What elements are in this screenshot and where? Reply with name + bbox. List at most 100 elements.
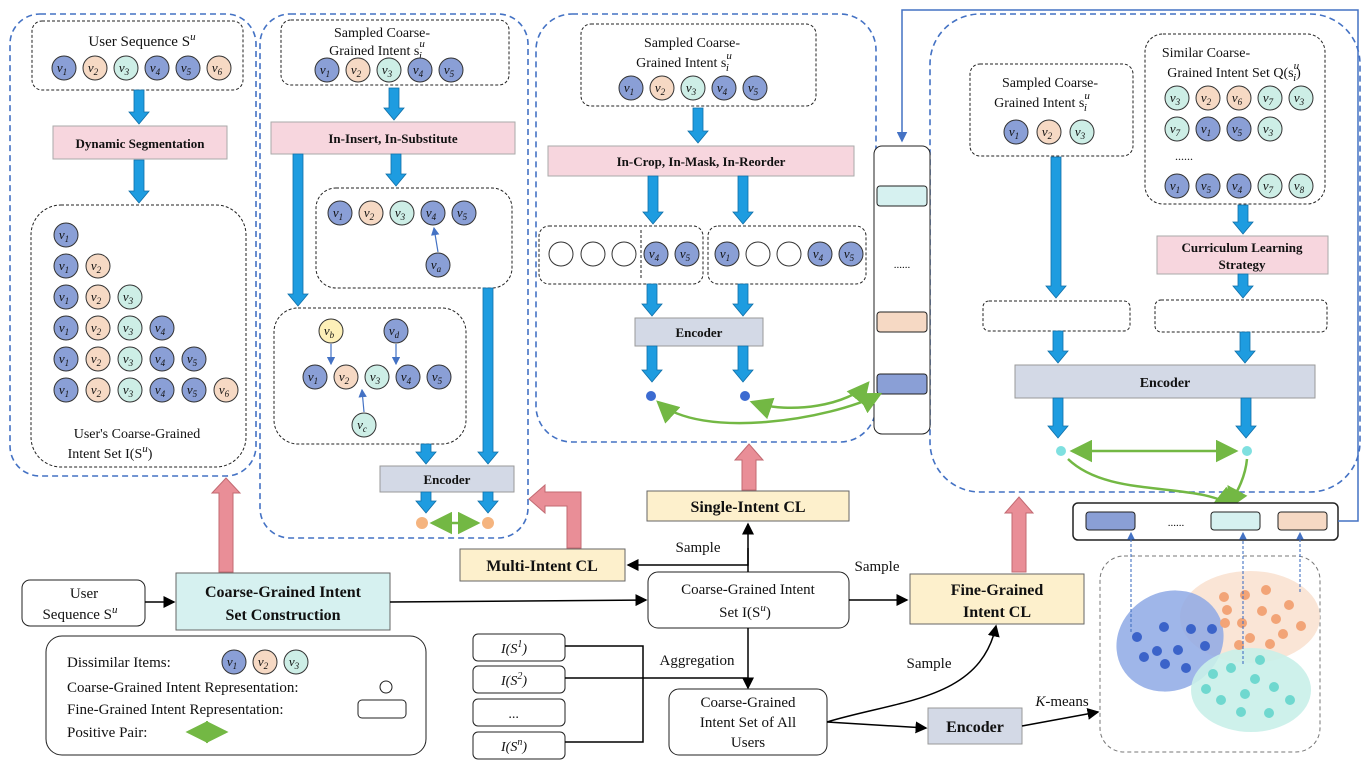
curriculum-line2: Strategy [1219,257,1266,272]
svg-text:v2: v2 [91,258,102,275]
svg-text:...: ... [509,707,520,722]
p3-encoder-label: Encoder [676,325,723,340]
legend-box [45,635,427,756]
svg-text:v4: v4 [413,62,424,79]
svg-text:v5: v5 [680,246,691,263]
item-node-v1: v1 [327,200,353,226]
item-node-vc: vc [351,412,377,438]
svg-text:v2: v2 [339,369,350,386]
fine-rep-orange [876,311,928,333]
item-node-v4: v4 [420,200,446,226]
p4-pair-to-cluster-2 [1226,458,1249,511]
item-node-v2: v2 [82,55,108,81]
item-node-vb: vb [318,318,344,344]
svg-text:v2: v2 [1042,124,1053,141]
sample-left-label: Sample [676,540,721,556]
masked-item [745,241,771,267]
user-set-box-3: ... [472,698,566,727]
svg-text:I(Sn): I(Sn) [500,737,527,755]
masked-item [580,241,606,267]
item-node-v6: v6 [213,377,239,403]
coarse-set-caption-2: Intent Set I(Su) [68,443,153,462]
item-node-v7: v7 [1257,85,1283,111]
svg-text:v4: v4 [813,246,824,263]
svg-text:v5: v5 [1232,121,1243,138]
item-node-v3: v3 [389,200,415,226]
svg-text:v4: v4 [155,320,166,337]
masked-item [548,241,574,267]
cluster-center-orange [1277,511,1328,531]
item-node-v1: v1 [1003,119,1029,145]
fine-grained-cl-box [909,573,1085,625]
svg-text:v1: v1 [59,351,69,368]
item-node-v4: v4 [149,377,175,403]
p4-sampled-line1: Sampled Coarse- [1002,76,1098,91]
svg-text:v3: v3 [395,205,406,222]
item-node-v2: v2 [345,57,371,83]
item-node-v5: v5 [742,75,768,101]
svg-text:v2: v2 [1201,90,1212,107]
svg-text:v6: v6 [219,382,230,399]
item-node-v1: v1 [302,364,328,390]
svg-text:v2: v2 [91,382,102,399]
item-node-v2: v2 [1195,85,1221,111]
svg-text:v1: v1 [57,60,67,77]
fine-rep-blue [876,373,928,395]
fine-rep-ellipsis: ...... [894,259,911,271]
sample-right-label: Sample [855,559,900,575]
item-node-v4: v4 [144,55,170,81]
svg-text:v5: v5 [432,369,443,386]
svg-text:v4: v4 [155,382,166,399]
item-node-v4: v4 [643,241,669,267]
item-node-v3: v3 [1069,119,1095,145]
center-intent-set-line2: Set I(Su) [719,602,771,621]
cluster-blue [1116,590,1224,692]
p3-rep-a [646,391,656,401]
svg-text:v1: v1 [1170,178,1180,195]
item-node-v1: v1 [53,253,79,279]
item-node-v3: v3 [117,284,143,310]
aggregation-label: Aggregation [660,653,735,669]
p4-encoder [1014,364,1316,399]
svg-text:v7: v7 [1263,178,1274,195]
item-node-v6: v6 [1226,85,1252,111]
p3-aug-label: In-Crop, In-Mask, In-Reorder [617,154,786,169]
svg-text:v1: v1 [227,654,237,671]
cluster-teal [1191,648,1311,732]
cluster-center-links [1127,531,1304,664]
svg-text:v5: v5 [1201,178,1212,195]
item-node-vd: vd [383,318,409,344]
svg-text:v6: v6 [212,60,223,77]
multi-intent-cl-box [459,548,626,582]
item-node-v3: v3 [1164,85,1190,111]
construction-line2: Set Construction [225,607,340,624]
legend-coarse-rep-icon [379,680,393,694]
p3-sampled-line1: Sampled Coarse- [644,36,740,51]
cluster-feedback-link [896,9,1359,522]
item-node-v5: v5 [1226,116,1252,142]
svg-text:v2: v2 [88,60,99,77]
item-node-v2: v2 [85,377,111,403]
item-node-v5: v5 [181,377,207,403]
item-node-v3: v3 [117,315,143,341]
item-node-v5: v5 [175,55,201,81]
svg-text:v1: v1 [59,382,69,399]
masked-item [776,241,802,267]
svg-text:v1: v1 [1201,121,1211,138]
svg-text:v1: v1 [59,320,69,337]
item-node-v2: v2 [358,200,384,226]
item-node-v1: v1 [53,222,79,248]
svg-text:v4: v4 [649,246,660,263]
svg-text:v5: v5 [187,351,198,368]
svg-text:v4: v4 [1232,178,1243,195]
svg-text:v3: v3 [382,62,393,79]
dynamic-segmentation-box [52,125,228,160]
svg-text:v1: v1 [59,227,69,244]
p3-rep-b [740,391,750,401]
cluster-bar-ellipsis: ...... [1168,517,1185,529]
item-node-v5: v5 [438,57,464,83]
p4-similar-line1: Similar Coarse- [1162,46,1251,61]
